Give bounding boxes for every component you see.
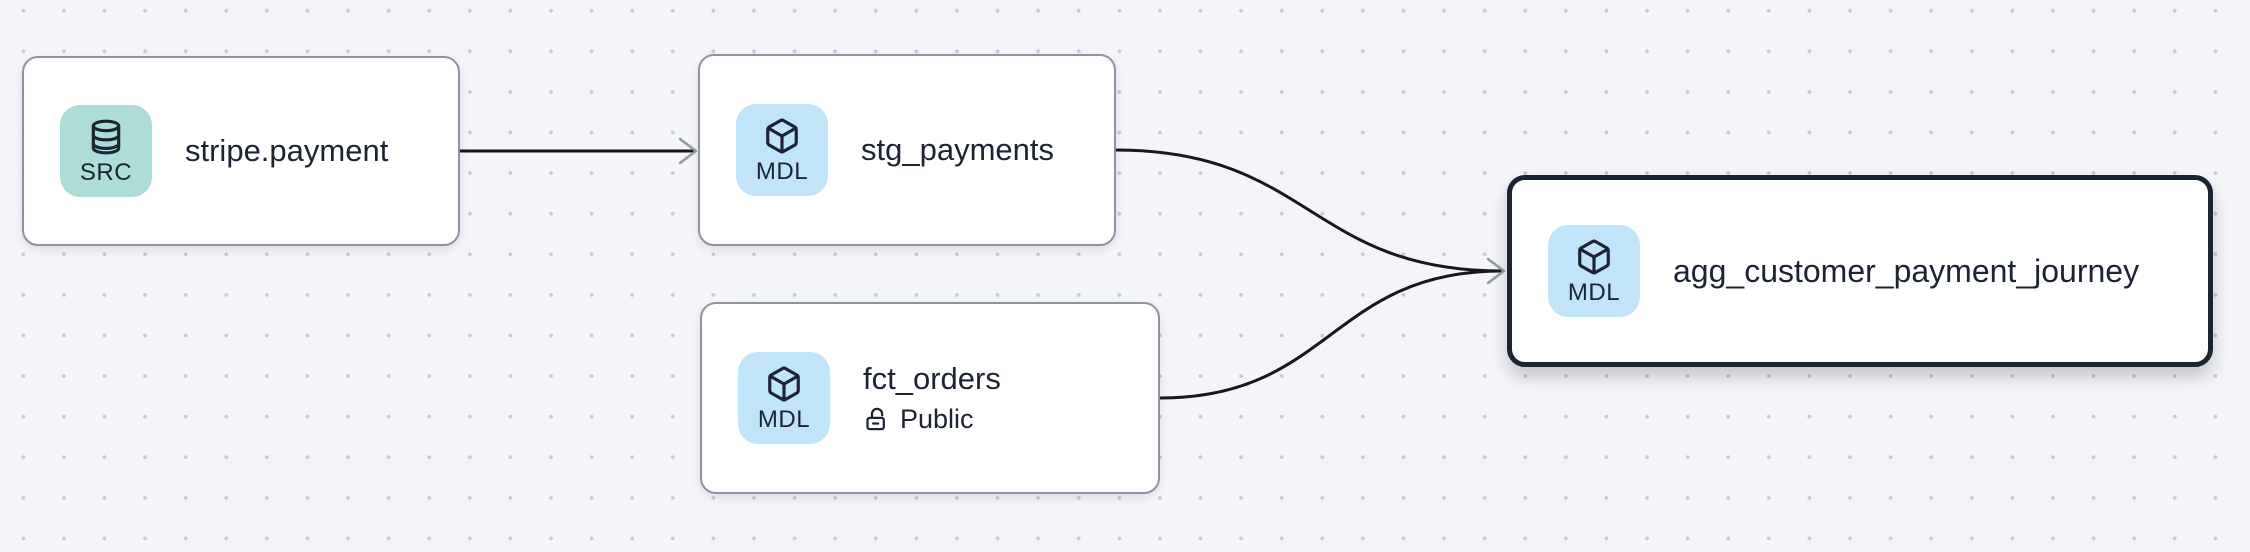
edge-stg-payments-to-agg-customer-payment-journey	[1115, 148, 1503, 273]
cube-icon	[1578, 239, 1610, 274]
unlock-icon	[866, 408, 885, 431]
node-stg-payments[interactable]: MDL stg_payments	[698, 54, 1116, 246]
access-label: Public	[900, 404, 974, 435]
badge-label: SRC	[79, 158, 133, 186]
arrowhead-icon	[678, 137, 698, 165]
mdl-badge: MDL	[738, 352, 830, 444]
src-badge: SRC	[60, 105, 152, 197]
node-title: agg_customer_payment_journey	[1673, 252, 2140, 289]
node-agg-customer-payment-journey[interactable]: MDL agg_customer_payment_journey	[1507, 175, 2213, 367]
mdl-badge: MDL	[1548, 225, 1640, 317]
badge-label: MDL	[1567, 278, 1621, 306]
mdl-badge: MDL	[736, 104, 828, 196]
database-icon	[91, 119, 121, 154]
badge-label: MDL	[757, 405, 811, 433]
access-badge: Public	[863, 404, 1001, 435]
node-fct-orders[interactable]: MDL fct_orders Public	[700, 302, 1160, 494]
edge-fct-orders-to-agg-customer-payment-journey	[1159, 269, 1503, 400]
cube-icon	[768, 366, 800, 401]
node-title: stripe.payment	[185, 133, 389, 169]
cube-icon	[766, 118, 798, 153]
badge-label: MDL	[755, 157, 809, 185]
arrowhead-icon	[1486, 257, 1506, 285]
node-title: stg_payments	[861, 132, 1054, 168]
node-stripe-payment[interactable]: SRC stripe.payment	[22, 56, 460, 246]
node-title: fct_orders	[863, 360, 1001, 396]
